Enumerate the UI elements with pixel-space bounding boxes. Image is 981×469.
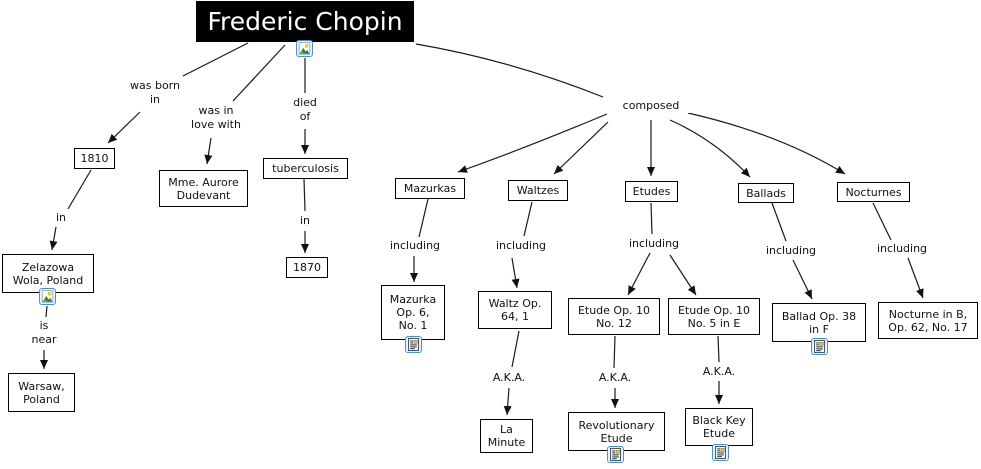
edge-including-to-etude5 (669, 254, 697, 296)
image-resource-icon[interactable] (39, 288, 56, 305)
link-label-including-mazurkas[interactable]: including (375, 239, 455, 253)
node-ballad-op38[interactable]: Ballad Op. 38 in F (772, 303, 866, 342)
document-resource-icon[interactable] (607, 446, 624, 463)
link-label-was-born-in[interactable]: was born in (115, 79, 195, 106)
edge-composed-to-nocturnes (687, 112, 846, 175)
link-label-aka-etude-5[interactable]: A.K.A. (689, 365, 749, 379)
edge-composed-to-ballads (669, 119, 751, 178)
node-1870[interactable]: 1870 (286, 257, 328, 278)
image-resource-icon[interactable] (296, 40, 313, 57)
edge-1810-to-in (67, 169, 92, 210)
edge-zelazowa-to-is-near (45, 305, 48, 318)
node-la-minute[interactable]: La Minute (480, 419, 533, 453)
edge-title-to-composed (415, 43, 604, 98)
edge-including-to-etude12 (627, 252, 651, 296)
edge-in-to-zelazowa (49, 226, 58, 251)
edge-title-to-was-born-in (182, 42, 249, 77)
edge-was-in-love-to-dudevant (204, 137, 213, 165)
edge-including-to-nocturne-ex (907, 257, 924, 299)
document-resource-icon[interactable] (405, 336, 422, 353)
node-nocturne-in-b[interactable]: Nocturne in B, Op. 62, No. 17 (878, 302, 978, 339)
link-label-including-ballads[interactable]: including (751, 244, 831, 258)
node-frederic-chopin[interactable]: Frederic Chopin (196, 1, 414, 42)
edge-etudes-to-including (650, 202, 653, 235)
edge-including-to-waltz-ex (511, 257, 520, 289)
link-label-died-of[interactable]: died of (275, 96, 335, 123)
node-mazurka-op6-no1[interactable]: Mazurka Op. 6, No. 1 (381, 285, 445, 340)
node-waltz-op64-1[interactable]: Waltz Op. 64, 1 (478, 291, 552, 329)
link-label-was-in-love-with[interactable]: was in love with (176, 104, 256, 131)
edge-including-to-ballad-ex (792, 259, 813, 300)
node-black-key-etude[interactable]: Black Key Etude (685, 408, 753, 446)
document-resource-icon[interactable] (811, 338, 828, 355)
link-label-in-birth[interactable]: in (41, 211, 81, 225)
edge-composed-to-waltzes (553, 121, 609, 175)
node-tuberculosis[interactable]: tuberculosis (263, 158, 348, 179)
edge-tuberculosis-to-in (303, 178, 306, 212)
link-label-including-etudes[interactable]: including (614, 237, 694, 251)
edge-etude5-to-aka (717, 335, 720, 363)
link-label-in-death[interactable]: in (285, 214, 325, 228)
link-label-is-near[interactable]: is near (19, 319, 69, 346)
edge-aka-to-la-minute (503, 387, 512, 416)
edge-ballads-to-including (771, 202, 787, 242)
node-revolutionary-etude[interactable]: Revolutionary Etude (568, 412, 665, 451)
link-label-aka-etude-12[interactable]: A.K.A. (585, 371, 645, 385)
link-label-including-waltzes[interactable]: including (481, 239, 561, 253)
node-mme-aurore-dudevant[interactable]: Mme. Aurore Dudevant (159, 170, 248, 207)
node-etude-op10-no5[interactable]: Etude Op. 10 No. 5 in E (668, 298, 760, 335)
link-label-including-nocturnes[interactable]: including (862, 242, 942, 256)
edge-composed-to-mazurkas (457, 113, 608, 173)
edge-waltzes-to-including (523, 201, 533, 237)
link-label-composed[interactable]: composed (611, 99, 691, 113)
node-etude-op10-no12[interactable]: Etude Op. 10 No. 12 (568, 298, 660, 335)
edge-waltz-ex-to-aka (511, 330, 520, 368)
node-etudes[interactable]: Etudes (625, 181, 678, 202)
node-nocturnes[interactable]: Nocturnes (837, 182, 910, 202)
node-warsaw-poland[interactable]: Warsaw, Poland (8, 373, 75, 412)
edge-mazurkas-to-including (418, 198, 429, 238)
node-mazurkas[interactable]: Mazurkas (395, 178, 465, 199)
edge-title-to-was-in-love (232, 44, 286, 102)
node-ballads[interactable]: Ballads (738, 183, 794, 203)
edge-nocturnes-to-including (872, 202, 892, 241)
link-label-aka-waltz[interactable]: A.K.A. (479, 371, 539, 385)
node-waltzes[interactable]: Waltzes (508, 180, 568, 201)
edge-etude12-to-aka (613, 335, 616, 369)
node-1810[interactable]: 1810 (74, 148, 115, 169)
document-resource-icon[interactable] (712, 444, 729, 461)
edge-was-born-in-to-1810 (107, 111, 141, 144)
